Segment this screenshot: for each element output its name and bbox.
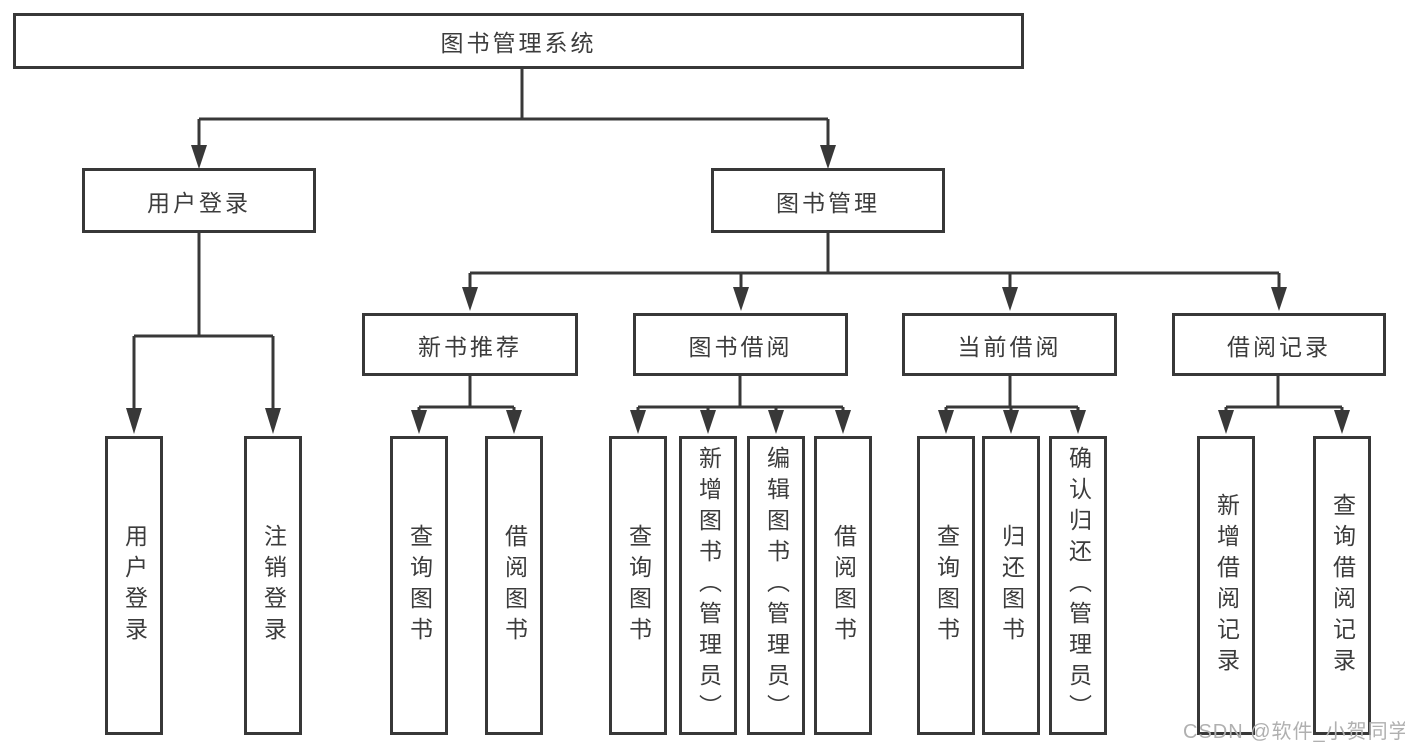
node-new-books: 新书推荐 — [362, 313, 578, 376]
arrowhead-borrow-records — [1271, 287, 1287, 311]
connector-borrow-records — [1224, 376, 1344, 412]
node-root: 图书管理系统 — [13, 13, 1024, 69]
leaf-borrow-query: 查询图书 — [609, 436, 667, 735]
leaf-logout: 注销登录 — [244, 436, 302, 735]
node-borrow-records: 借阅记录 — [1172, 313, 1386, 376]
leaf-borrow-borrow: 借阅图书 — [814, 436, 872, 735]
leaf-borrow-add-admin: 新增图书（管理员） — [679, 436, 737, 735]
leaf-current-return-label: 归还图书 — [998, 523, 1025, 648]
leaf-records-query: 查询借阅记录 — [1313, 436, 1371, 735]
leaf-logout-label: 注销登录 — [260, 523, 287, 648]
connector-new-books — [417, 376, 516, 412]
leaf-user-login-label: 用户登录 — [121, 523, 148, 648]
leaf-records-add-label: 新增借阅记录 — [1213, 492, 1240, 679]
leaf-current-confirm-admin-label: 确认归还（管理员） — [1065, 446, 1092, 725]
leaf-current-return: 归还图书 — [982, 436, 1040, 735]
arrowhead-bb-borrow — [835, 410, 851, 434]
node-book-mgmt-label: 图书管理 — [776, 189, 880, 216]
leaf-borrow-edit-admin: 编辑图书（管理员） — [747, 436, 805, 735]
arrowhead-book-borrow — [733, 287, 749, 311]
arrowhead-nb-query — [411, 410, 427, 434]
arrowhead-leaf-login — [126, 408, 142, 434]
leaf-user-login: 用户登录 — [105, 436, 163, 735]
leaf-records-query-label: 查询借阅记录 — [1329, 492, 1356, 679]
arrowhead-bb-query — [630, 410, 646, 434]
arrowhead-br-add — [1218, 410, 1234, 434]
arrowhead-user-login — [191, 145, 207, 169]
arrowhead-leaf-logout — [265, 408, 281, 434]
node-current-borrow: 当前借阅 — [902, 313, 1117, 376]
csdn-watermark: CSDN @软件_小贺同学 — [1183, 721, 1405, 743]
connector-current-borrow — [944, 376, 1080, 412]
node-book-mgmt: 图书管理 — [711, 168, 945, 233]
leaf-records-add: 新增借阅记录 — [1197, 436, 1255, 735]
arrowhead-br-query — [1334, 410, 1350, 434]
connector-book-borrow — [636, 376, 845, 412]
node-root-label: 图书管理系统 — [440, 30, 597, 56]
leaf-borrow-edit-admin-label: 编辑图书（管理员） — [763, 446, 790, 725]
leaf-borrow-query-label: 查询图书 — [625, 523, 652, 648]
node-book-borrow: 图书借阅 — [633, 313, 848, 376]
connector-book-mgmt — [468, 233, 1281, 289]
node-current-borrow-label: 当前借阅 — [957, 333, 1062, 360]
leaf-newbooks-query: 查询图书 — [390, 436, 448, 735]
arrowhead-cb-confirm — [1070, 410, 1086, 434]
leaf-newbooks-query-label: 查询图书 — [406, 523, 433, 648]
arrowhead-bb-edit — [768, 410, 784, 434]
arrowhead-nb-borrow — [506, 410, 522, 434]
leaf-newbooks-borrow: 借阅图书 — [485, 436, 543, 735]
leaf-current-query: 查询图书 — [917, 436, 975, 735]
arrowhead-new-books — [462, 287, 478, 311]
arrowhead-cb-return — [1003, 410, 1019, 434]
arrowhead-bb-add — [700, 410, 716, 434]
node-new-books-label: 新书推荐 — [418, 333, 522, 360]
connector-user-login — [132, 233, 275, 410]
node-user-login: 用户登录 — [82, 168, 316, 233]
node-user-login-label: 用户登录 — [147, 189, 251, 216]
leaf-borrow-add-admin-label: 新增图书（管理员） — [695, 446, 722, 725]
leaf-current-query-label: 查询图书 — [933, 523, 960, 648]
node-borrow-records-label: 借阅记录 — [1227, 333, 1331, 360]
leaf-newbooks-borrow-label: 借阅图书 — [501, 523, 528, 648]
arrowhead-book-mgmt — [820, 145, 836, 169]
connector-root — [197, 69, 830, 147]
leaf-current-confirm-admin: 确认归还（管理员） — [1049, 436, 1107, 735]
arrowhead-cb-query — [938, 410, 954, 434]
leaf-borrow-borrow-label: 借阅图书 — [830, 523, 857, 648]
node-book-borrow-label: 图书借阅 — [688, 333, 793, 360]
arrowhead-current-borrow — [1002, 287, 1018, 311]
